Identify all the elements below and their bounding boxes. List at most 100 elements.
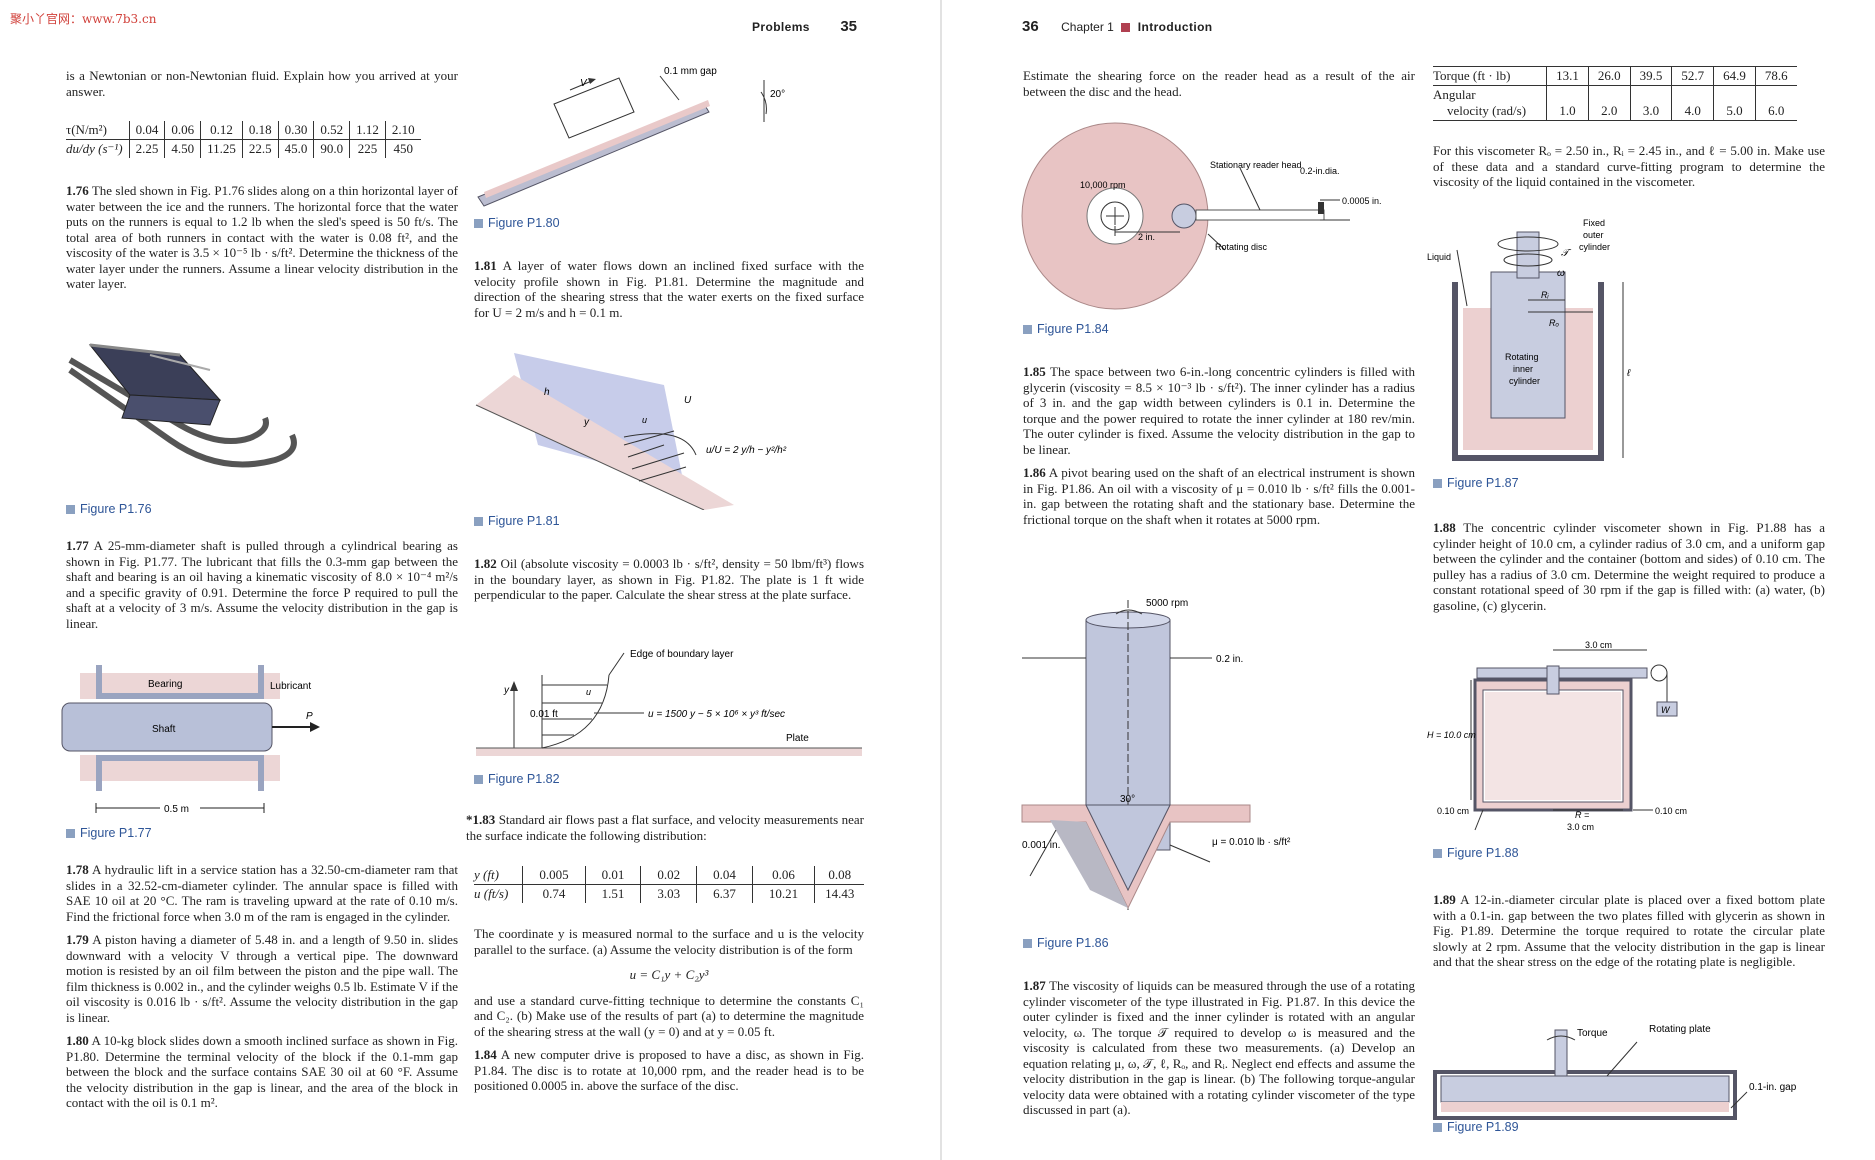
rotating-viscometer-figure: Fixed outer cylinder Liquid 𝒯 ω Rᵢ Rₒ Ro… [1427,218,1631,461]
problem-text: A pivot bearing used on the shaft of an … [1023,465,1415,527]
length-label: 0.5 m [164,804,189,815]
problem-text: A piston having a diameter of 5.48 in. a… [66,932,458,1025]
problems-1-85-1-86: 1.85 The space between two 6-in.-long co… [1023,364,1415,535]
equation: u = C₁y + C₂y³ [629,967,709,982]
gap-label: 0.001 in. [1022,840,1060,851]
problem-text: Standard air flows past a flat surface, … [466,812,865,843]
problem-number: 1.88 [1433,520,1456,535]
table-row: τ(N/m²) 0.04 0.06 0.12 0.18 0.30 0.52 1.… [66,121,421,140]
problem-text: A layer of water flows down an inclined … [474,258,864,320]
paragraph: For this viscometer Rₒ = 2.50 in., Rᵢ = … [1433,143,1825,189]
table-cell: Torque (ft · lb) [1433,66,1547,86]
page-number: 36 [1022,18,1039,35]
page-gutter [940,0,942,1160]
watermark: 聚小丫官网：www.7b3.cn [10,12,157,26]
table-cell: 0.06 [164,121,201,140]
problem-number: 1.84 [474,1047,497,1062]
figure-caption: Figure P1.82 [474,772,560,786]
figure-caption: Figure P1.81 [474,514,560,528]
table-cell: 0.005 [522,866,586,885]
problem-text: A 10-kg block slides down a smooth incli… [66,1033,458,1110]
inner-label: inner [1513,364,1533,374]
table-cell: Angular velocity (rad/s) [1433,86,1547,121]
top-dimension-label: 3.0 cm [1585,640,1612,650]
chapter-marker [1121,23,1131,32]
problem-number: 1.87 [1023,978,1046,993]
problem-1-87: 1.87 The viscosity of liquids can be mea… [1023,978,1415,1126]
problem-number: 1.86 [1023,465,1046,480]
disc-drive-figure: 10,000 rpm Stationary reader head 0.2-in… [1021,122,1382,310]
table-cell: 0.06 [751,866,815,885]
figure-caption: Figure P1.88 [1433,846,1519,860]
problem-text: Oil (absolute viscosity = 0.0003 lb · s/… [474,556,865,602]
table-cell: 3.0 [1629,85,1672,121]
liquid-label: Liquid [1427,252,1451,262]
rotating-disc-label: Rotating disc [1215,242,1268,252]
table-cell: 90.0 [313,139,350,158]
right-page: 36 Chapter 1 Introduction Estimate the s… [942,0,1875,1160]
table-cell: 0.30 [277,121,314,140]
problem-1-76: 1.76 The sled shown in Fig. P1.76 slides… [66,183,458,300]
rotating-plate-figure: Torque Rotating plate 0.1-in. gap [1433,1024,1797,1120]
table-cell: 0.18 [241,121,279,140]
ro-label: Rₒ [1549,318,1559,328]
chapter-title: Introduction [1137,20,1213,34]
table-cell: 52.7 [1671,66,1714,86]
table-row: du/dy (s⁻¹) 2.25 4.50 11.25 22.5 45.0 90… [66,139,421,158]
table-cell: 225 [349,139,386,158]
table-cell: τ(N/m²) [66,121,130,140]
profile-equation: u/U = 2 y/h − y²/h² [706,445,787,456]
problem-number: 1.80 [66,1033,89,1048]
figure-caption: Figure P1.89 [1433,1120,1519,1134]
problem-number: 1.77 [66,538,89,553]
inclined-block-figure: 0.1 mm gap V 20° [477,66,785,207]
shaft-label: Shaft [152,724,176,735]
left-column-1: is a Newtonian or non-Newtonian fluid. E… [66,68,458,107]
table-cell: 39.5 [1629,66,1672,86]
gap-label: 0.1-in. gap [1749,1082,1797,1093]
label-line: velocity (rad/s) [1447,103,1527,118]
concentric-viscometer-figure: 3.0 cm H = 10.0 cm W 0.10 cm 0.10 cm R =… [1427,640,1687,832]
torque-symbol: 𝒯 [1561,248,1572,259]
right-page-header: 36 Chapter 1 Introduction [1022,18,1213,36]
water-layer-figure: h y u U u/U = 2 y/h − y²/h² [475,353,787,510]
table-row: Torque (ft · lb) 13.1 26.0 39.5 52.7 64.… [1433,66,1797,86]
table-row: y (ft) 0.005 0.01 0.02 0.04 0.06 0.08 [474,866,865,885]
intro-paragraph: is a Newtonian or non-Newtonian fluid. E… [66,68,458,99]
table-cell: 450 [384,139,421,158]
table-cell: 0.02 [640,866,697,885]
gap-label: 0.1 mm gap [664,66,717,77]
velocity-label: V [580,78,588,89]
problem-1-82: 1.82 Oil (absolute viscosity = 0.0003 lb… [474,556,864,611]
table-cell: 11.25 [200,139,243,158]
problem-text: The space between two 6-in.-long concent… [1023,364,1415,457]
table-cell: 26.0 [1587,66,1631,86]
paragraph: The coordinate y is measured normal to t… [474,926,864,957]
sled-figure [68,343,297,468]
problem-number: *1.83 [466,812,496,827]
left-page-header: Problems 35 [752,18,857,36]
viscosity-label: μ = 0.010 lb · s/ft² [1212,837,1291,848]
table-cell: 0.04 [696,866,753,885]
ri-label: Rᵢ [1541,290,1549,300]
problem-number: 1.82 [474,556,497,571]
torque-table: Torque (ft · lb) 13.1 26.0 39.5 52.7 64.… [1433,66,1797,121]
rotating-label: Rotating [1505,352,1539,362]
table-cell: y (ft) [474,866,523,885]
problem-text: The viscosity of liquids can be measured… [1023,978,1416,1117]
problems-1-78-to-1-80: 1.78 A hydraulic lift in a service stati… [66,862,458,1119]
rpm-label: 10,000 rpm [1080,180,1126,190]
table-cell: 1.51 [584,884,641,903]
fixed-label: Fixed [1583,218,1605,228]
figure-caption: Figure P1.77 [66,826,152,840]
table-cell: 6.37 [696,884,753,903]
table-row: u (ft/s) 0.74 1.51 3.03 6.37 10.21 14.43 [474,884,865,903]
right-column-1: Estimate the shearing force on the reade… [1023,68,1415,107]
y-axis-label: y [503,685,510,696]
paragraph: and use a standard curve-fitting techniq… [474,992,864,1039]
rpm-label: 5000 rpm [1146,598,1188,609]
boundary-layer-figure: Edge of boundary layer y u 0.01 ft u = 1… [476,649,862,756]
thickness-label: 0.01 ft [530,709,558,720]
problem-number: 1.81 [474,258,497,273]
table-cell: 10.21 [751,884,815,903]
